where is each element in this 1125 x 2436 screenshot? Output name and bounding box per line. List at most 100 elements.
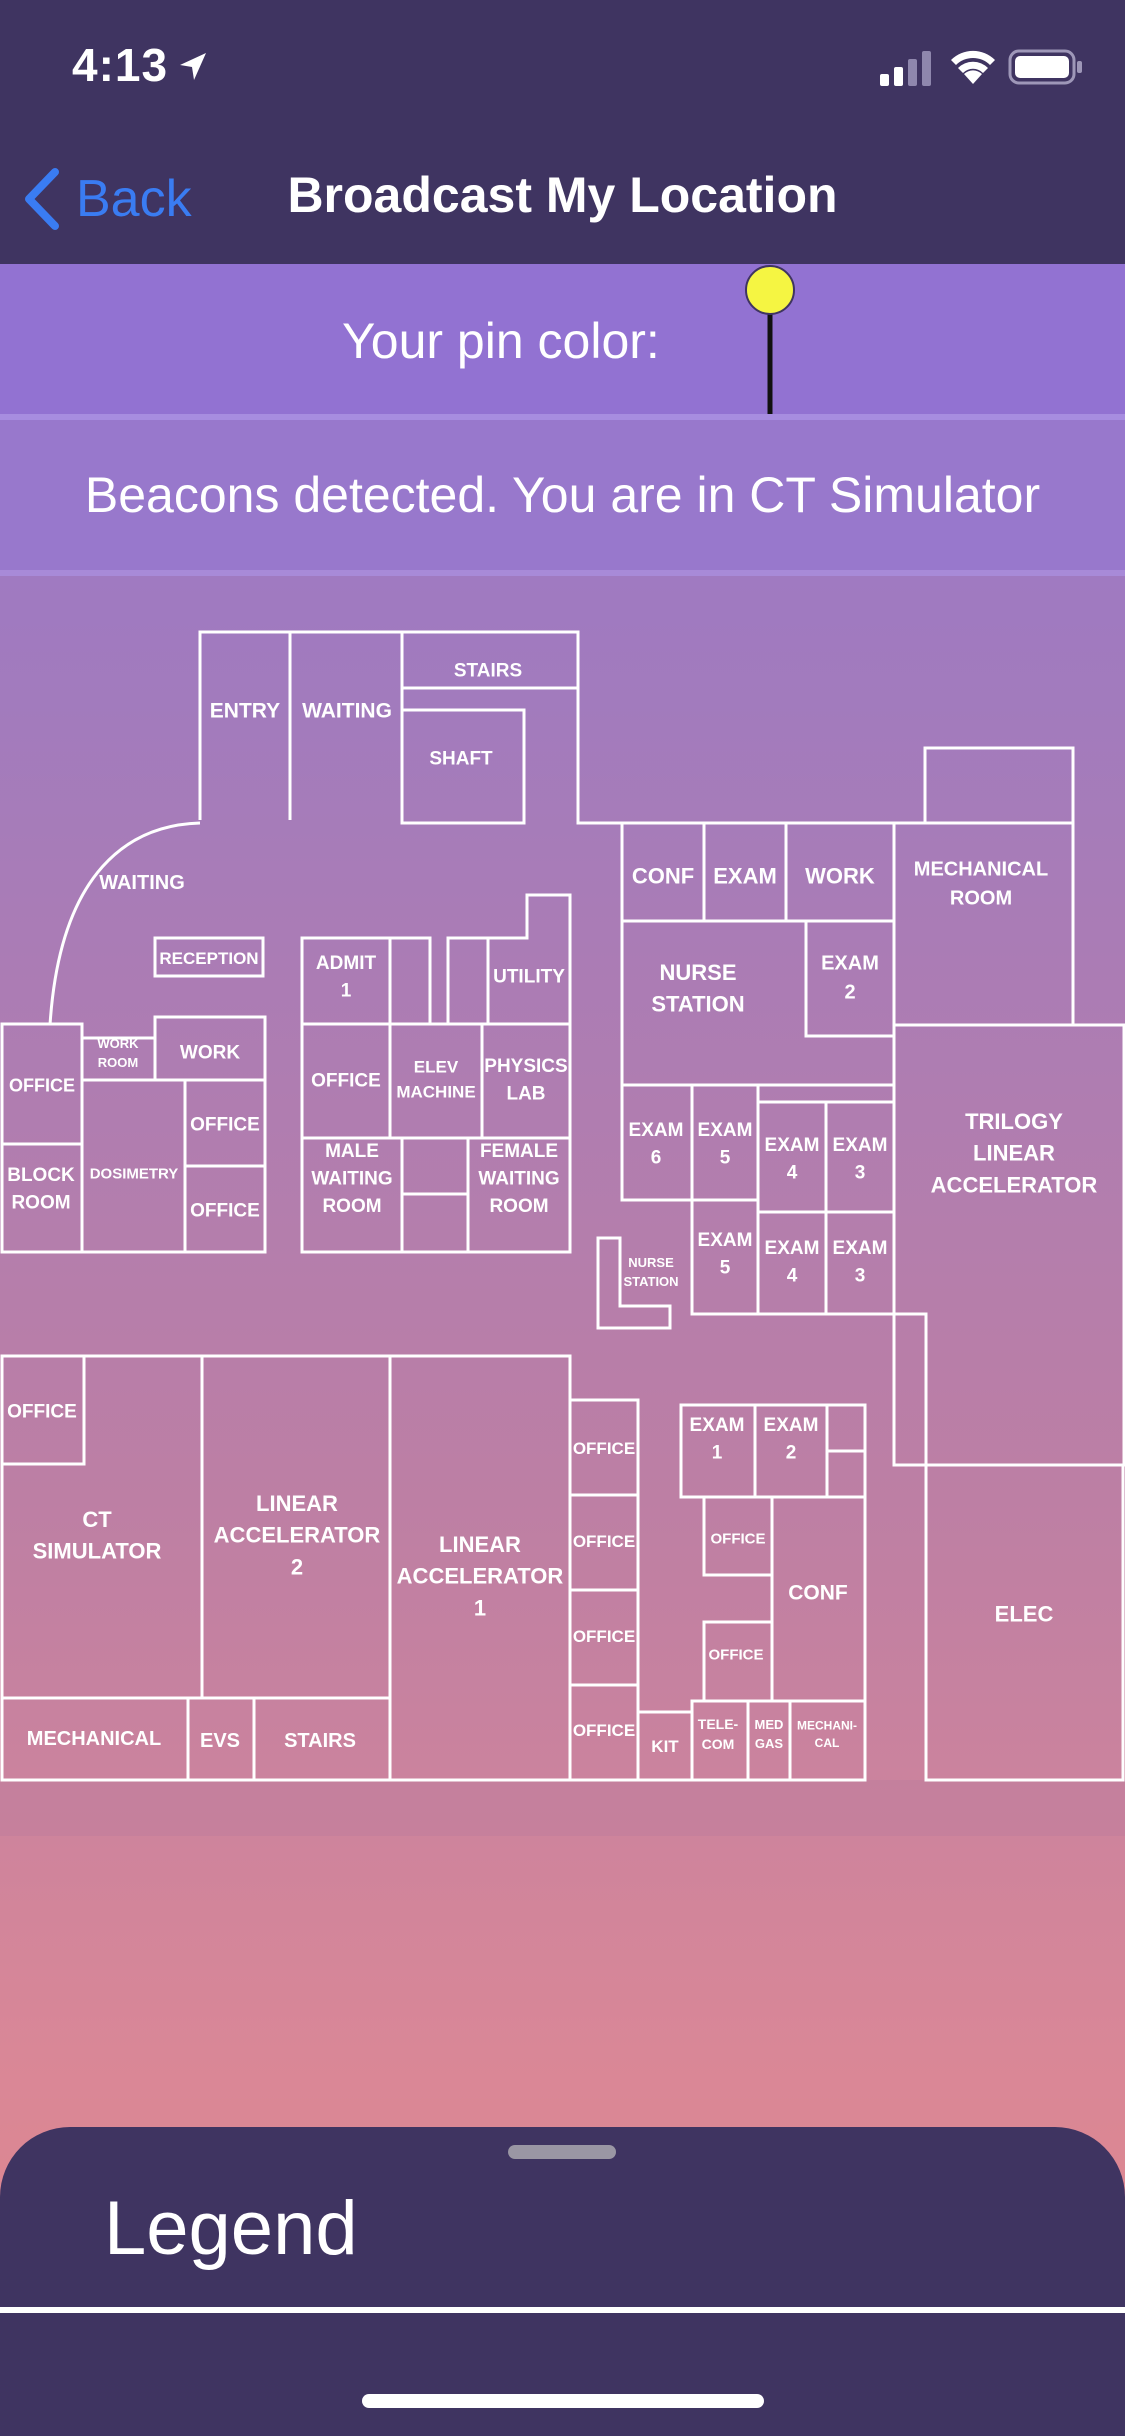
status-time: 4:13	[72, 39, 169, 91]
map-wall	[446, 936, 490, 1024]
map-room	[466, 1136, 572, 1254]
room-label-exam-3-b: 3	[855, 1265, 866, 1286]
navigation-bar	[0, 132, 1125, 264]
room-label-exam-5-b: 5	[720, 1257, 731, 1278]
room-label-exam-top: EXAM	[713, 864, 777, 889]
room-label-exam-4-a: 4	[787, 1162, 798, 1183]
back-label: Back	[76, 170, 192, 228]
map-room	[252, 1696, 392, 1782]
map-wall	[48, 821, 201, 1026]
room-label-mechanical-low: MECHANICAL	[27, 1728, 161, 1750]
map-room	[825, 1449, 867, 1499]
map-room	[825, 1403, 867, 1453]
room-label-male-waiting: MALE	[325, 1141, 379, 1162]
room-label-office-col-3: OFFICE	[573, 1627, 635, 1646]
room-label-exam-5-a: 5	[720, 1147, 731, 1168]
room-label-linac-2: 2	[291, 1555, 303, 1580]
room-label-reception: RECEPTION	[159, 949, 258, 968]
room-label-nurse-station-small: NURSE	[628, 1255, 674, 1270]
room-label-work-room: WORK	[97, 1036, 139, 1051]
room-label-physics-lab: LAB	[506, 1083, 545, 1104]
location-arrow-icon	[180, 53, 206, 80]
room-label-exam-1-low: 1	[712, 1442, 723, 1463]
room-label-stairs-low: STAIRS	[284, 1730, 356, 1752]
chevron-left-icon	[25, 168, 59, 230]
map-wall	[894, 1312, 928, 1465]
map-room	[183, 1164, 267, 1254]
map-room	[756, 1210, 828, 1316]
room-label-exam-6: 6	[651, 1147, 662, 1168]
room-label-dosimetry: DOSIMETRY	[90, 1165, 179, 1182]
map-room	[400, 708, 526, 825]
room-label-exam-1-low: EXAM	[690, 1415, 745, 1436]
map-room	[924, 1463, 1125, 1782]
pin-color-label: Your pin color:	[342, 313, 660, 369]
room-label-office-ct: OFFICE	[7, 1402, 77, 1423]
room-label-exam-5-b: EXAM	[698, 1230, 753, 1251]
map-room	[400, 1136, 470, 1196]
room-label-office-low-1: OFFICE	[711, 1530, 766, 1547]
room-label-office-left: OFFICE	[9, 1075, 75, 1095]
map-room	[400, 1192, 470, 1254]
wifi-icon	[951, 50, 995, 84]
map-room	[690, 1083, 760, 1202]
room-label-kit: KIT	[651, 1737, 679, 1756]
room-label-male-waiting: WAITING	[311, 1169, 392, 1190]
room-label-elec: ELEC	[995, 1602, 1054, 1627]
room-label-exam-4-b: 4	[787, 1265, 798, 1286]
room-label-entry: ENTRY	[210, 699, 280, 722]
map-room	[388, 1022, 484, 1140]
map-room	[824, 1100, 896, 1214]
room-label-trilogy: ACCELERATOR	[931, 1173, 1098, 1198]
legend-sheet[interactable]: Legend	[0, 2127, 1125, 2436]
map-room	[0, 1142, 84, 1254]
floor-map: ENTRY WAITING STAIRS SHAFT WAITING RECEPTION O…	[0, 630, 1125, 1782]
room-label-block-room: ROOM	[11, 1192, 70, 1213]
room-label-exam-2-low: 2	[786, 1442, 797, 1463]
room-label-linac-1: LINEAR	[439, 1532, 521, 1557]
legend-divider	[0, 2307, 1125, 2313]
room-label-work-room: ROOM	[98, 1055, 138, 1070]
room-label-linac-1: ACCELERATOR	[397, 1564, 564, 1589]
room-label-office-dos-2: OFFICE	[190, 1201, 260, 1222]
room-label-telecom: COM	[702, 1736, 735, 1752]
room-label-med-gas: GAS	[755, 1736, 784, 1751]
room-label-waiting-top: WAITING	[302, 699, 392, 722]
room-label-exam-3-a: 3	[855, 1162, 866, 1183]
map-room	[486, 893, 572, 1024]
room-label-shaft: SHAFT	[429, 749, 493, 770]
room-label-trilogy: LINEAR	[973, 1141, 1055, 1166]
room-label-female-waiting: FEMALE	[480, 1141, 558, 1162]
room-label-office-col-2: OFFICE	[573, 1532, 635, 1551]
map-room	[892, 1023, 1125, 1467]
room-label-elev-machine: MACHINE	[396, 1082, 475, 1101]
room-label-med-gas: MED	[755, 1717, 784, 1732]
map-room	[596, 1236, 672, 1330]
room-label-male-waiting: ROOM	[322, 1196, 381, 1217]
room-label-work-right: WORK	[805, 864, 875, 889]
page-title: Broadcast My Location	[287, 167, 838, 223]
room-label-exam-6: EXAM	[629, 1120, 684, 1141]
room-label-exam-2-top: 2	[844, 982, 855, 1004]
map-room	[788, 1699, 867, 1782]
room-label-female-waiting: ROOM	[489, 1196, 548, 1217]
map-room	[804, 919, 896, 1038]
room-label-physics-lab: PHYSICS	[484, 1056, 567, 1077]
cellular-signal-icon	[880, 51, 931, 86]
map-footer-band	[0, 1780, 1125, 1836]
room-label-exam-3-a: EXAM	[833, 1135, 888, 1156]
room-label-linac-2: LINEAR	[256, 1491, 338, 1516]
room-label-exam-4-b: EXAM	[765, 1238, 820, 1259]
room-label-waiting-left: WAITING	[99, 872, 185, 894]
room-label-ct-simulator: CT	[82, 1507, 112, 1532]
map-room	[892, 821, 1075, 1027]
room-label-office-col-1: OFFICE	[573, 1439, 635, 1458]
room-label-exam-2-top: EXAM	[821, 953, 879, 975]
room-label-office-low-2: OFFICE	[709, 1646, 764, 1663]
map-pin-icon[interactable]	[740, 264, 800, 414]
sheet-grabber-handle[interactable]	[508, 2145, 616, 2159]
back-button[interactable]: Back	[22, 164, 192, 234]
room-label-evs: EVS	[200, 1730, 240, 1752]
room-label-mechanical-room: ROOM	[950, 888, 1012, 910]
room-label-office-dos-1: OFFICE	[190, 1115, 260, 1136]
